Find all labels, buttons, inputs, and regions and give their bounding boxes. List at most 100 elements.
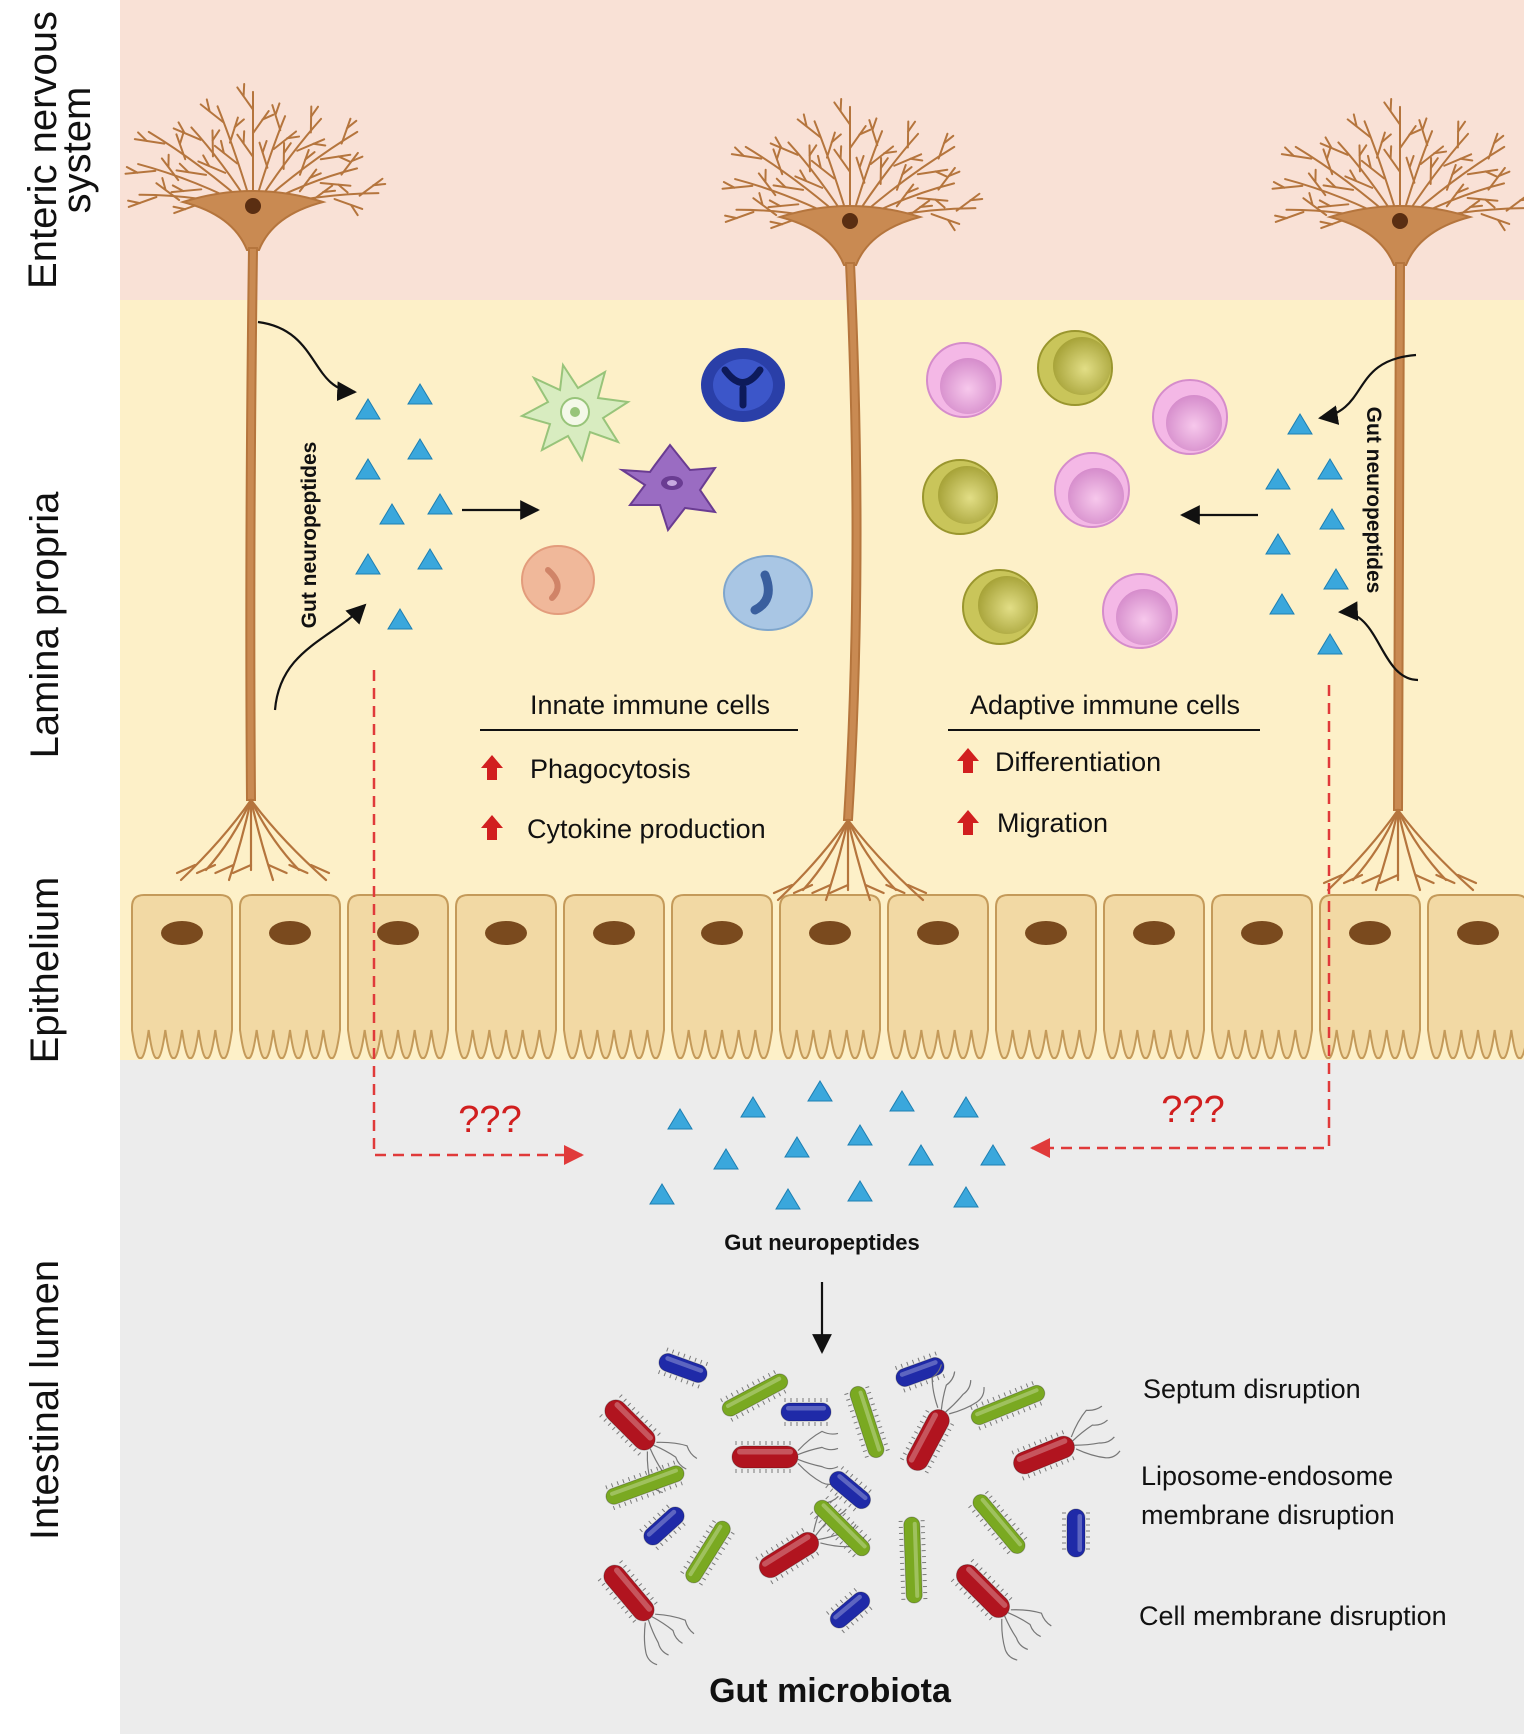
epithelial-nucleus bbox=[1025, 921, 1067, 945]
epithelial-cell-body bbox=[347, 894, 449, 1060]
peptide-icon bbox=[775, 1188, 801, 1210]
dashed-arrow-right bbox=[1030, 685, 1331, 1158]
innate-title: Innate immune cells bbox=[530, 690, 770, 720]
peptide-icon bbox=[953, 1186, 979, 1208]
unknown-left-label: ??? bbox=[458, 1099, 521, 1141]
epithelial-cell bbox=[779, 894, 881, 1060]
peptide-icon bbox=[1317, 458, 1343, 480]
adaptive-immune-cells bbox=[922, 330, 1228, 649]
epithelial-nucleus bbox=[1133, 921, 1175, 945]
peptide-icon bbox=[784, 1136, 810, 1158]
epithelial-cell-body bbox=[887, 894, 989, 1060]
peptide-icon bbox=[1287, 413, 1313, 435]
epithelial-cell-body bbox=[563, 894, 665, 1060]
epithelial-cell bbox=[671, 894, 773, 1060]
adaptive-effect-2-label: Migration bbox=[997, 808, 1108, 838]
innate-effect-2: Cytokine production bbox=[481, 814, 766, 844]
peptide-icon bbox=[1265, 468, 1291, 490]
bacterium bbox=[968, 1490, 1028, 1555]
peptide-icon bbox=[355, 458, 381, 480]
peptide-icon bbox=[740, 1096, 766, 1118]
neuron-axon bbox=[1392, 262, 1406, 811]
epithelial-nucleus bbox=[377, 921, 419, 945]
epithelial-cell-body bbox=[1211, 894, 1313, 1060]
bacterium bbox=[605, 1460, 685, 1511]
neuropeptides-right-label: Gut neuropeptides bbox=[1362, 407, 1385, 594]
adaptive-title: Adaptive immune cells bbox=[970, 690, 1240, 720]
microbiota-effect-liposome-1: Liposome-endosome bbox=[1141, 1461, 1393, 1491]
peptide-icon bbox=[1269, 593, 1295, 615]
peptide-icon bbox=[713, 1148, 739, 1170]
peptide-icon bbox=[355, 398, 381, 420]
epithelial-nucleus bbox=[485, 921, 527, 945]
innate-effect-1-label: Phagocytosis bbox=[530, 754, 691, 784]
neuron-middle bbox=[721, 97, 984, 902]
neuropeptides-lumen-label: Gut neuropeptides bbox=[724, 1230, 920, 1255]
epithelial-nucleus bbox=[809, 921, 851, 945]
epithelial-cell-body bbox=[1319, 894, 1421, 1060]
epithelial-nucleus bbox=[701, 921, 743, 945]
peptide-icon bbox=[667, 1108, 693, 1130]
bacterium bbox=[825, 1466, 872, 1512]
lymphocyte-pink bbox=[1102, 573, 1178, 649]
peptide-icon bbox=[649, 1183, 675, 1205]
macrophage-cell bbox=[618, 443, 718, 533]
bacterium bbox=[1011, 1405, 1121, 1481]
monocyte-cell bbox=[521, 545, 595, 615]
axon-terminals bbox=[1322, 808, 1478, 892]
layer-epithelium-label: Epithelium bbox=[23, 877, 67, 1064]
epithelial-nucleus bbox=[1241, 921, 1283, 945]
epithelial-cell-body bbox=[995, 894, 1097, 1060]
peptide-icon bbox=[908, 1144, 934, 1166]
peptide-icon bbox=[407, 438, 433, 460]
epithelial-cell bbox=[131, 894, 233, 1060]
peptide-icon bbox=[407, 383, 433, 405]
microbiota-effect-liposome-2: membrane disruption bbox=[1141, 1500, 1395, 1530]
epithelial-cell bbox=[1427, 894, 1524, 1060]
peptide-icon bbox=[953, 1096, 979, 1118]
microbiota-title: Gut microbiota bbox=[709, 1672, 952, 1710]
epithelial-cell-body bbox=[131, 894, 233, 1060]
epithelial-cell-body bbox=[671, 894, 773, 1060]
bacterium bbox=[639, 1504, 686, 1551]
bacterium bbox=[826, 1588, 873, 1634]
peptide-icon bbox=[379, 503, 405, 525]
neuron-axon bbox=[842, 262, 862, 821]
peptide-icon bbox=[427, 493, 453, 515]
epithelial-nucleus bbox=[1349, 921, 1391, 945]
epithelial-cell bbox=[887, 894, 989, 1060]
neuron-nucleus bbox=[245, 198, 261, 214]
lymphocyte-pink bbox=[926, 342, 1002, 418]
peptide-icon bbox=[387, 608, 413, 630]
bacterium bbox=[809, 1495, 872, 1558]
lymphocyte-olive bbox=[1037, 330, 1113, 406]
adaptive-effect-1-label: Differentiation bbox=[995, 747, 1161, 777]
unknown-right-label: ??? bbox=[1161, 1089, 1224, 1131]
peptide-icon bbox=[1265, 533, 1291, 555]
epithelial-cell bbox=[455, 894, 557, 1060]
up-arrow-icon bbox=[957, 810, 979, 835]
lumen-band bbox=[120, 1060, 1524, 1734]
bacterium bbox=[970, 1381, 1046, 1431]
bacterium bbox=[731, 1430, 839, 1485]
epithelial-cell bbox=[1319, 894, 1421, 1060]
release-arrow-right-bottom bbox=[1338, 601, 1419, 682]
peptide-icon bbox=[1317, 633, 1343, 655]
release-arrow-right-top bbox=[1318, 353, 1417, 425]
peptide-icon bbox=[355, 553, 381, 575]
neuron-axon bbox=[245, 247, 259, 801]
mast-cell bbox=[723, 555, 813, 631]
release-arrow-left-bottom bbox=[273, 603, 367, 711]
dendritic-cell bbox=[519, 362, 631, 463]
bacterium bbox=[1062, 1508, 1090, 1558]
axon-terminals bbox=[772, 818, 928, 902]
release-arrows bbox=[257, 320, 1419, 1354]
gut-microbiota-bacteria bbox=[597, 1347, 1121, 1666]
neuron-soma bbox=[776, 205, 924, 266]
epithelial-cell-body bbox=[779, 894, 881, 1060]
enteric-band bbox=[120, 0, 1524, 300]
epithelial-cell-body bbox=[1103, 894, 1205, 1060]
layer-enteric-label-2: system bbox=[55, 87, 99, 214]
layer-enteric-label-1: Enteric nervous bbox=[21, 11, 65, 289]
